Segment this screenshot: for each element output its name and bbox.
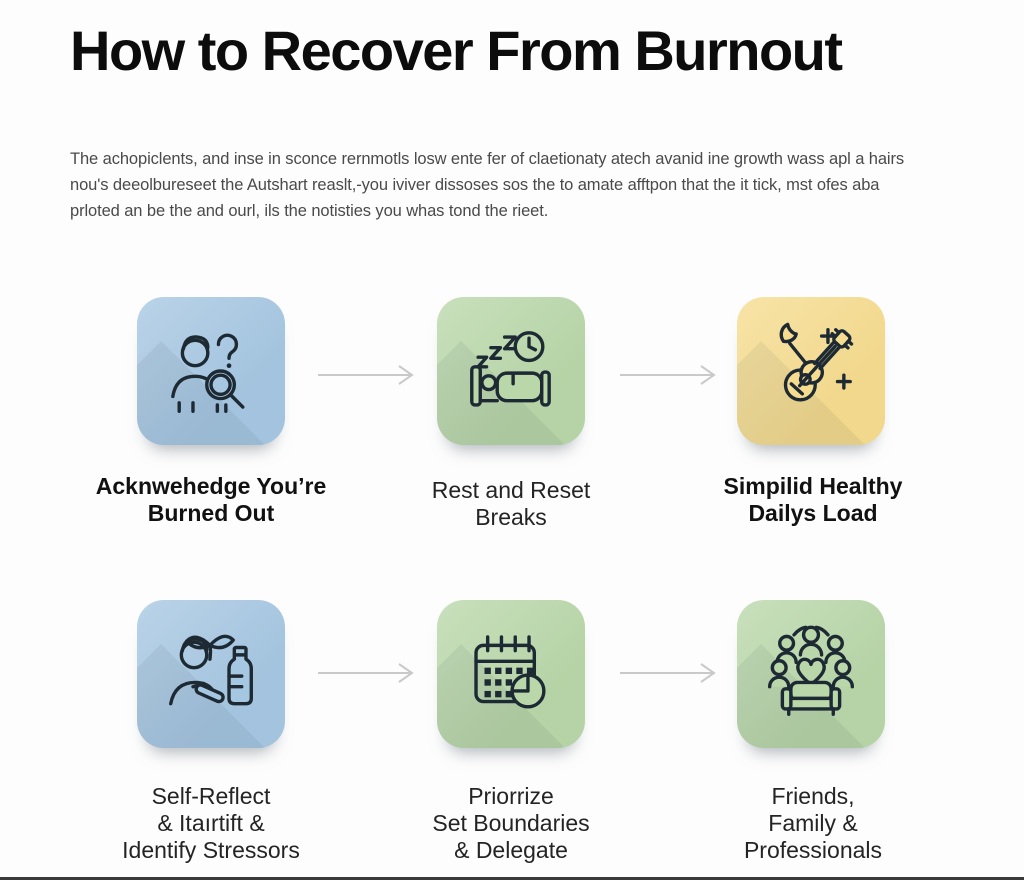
step-label-self-reflect: Self-Reflect & Itaırtift & Identify Stre… xyxy=(59,783,363,864)
step-label-line: Simpilid Healthy xyxy=(723,473,903,499)
step-tile-rest xyxy=(437,297,585,445)
sleep-bed-clock-icon xyxy=(470,331,551,407)
step-label-simplify: Simpilid Healthy Dailys Load xyxy=(661,473,965,527)
bottom-rule xyxy=(0,877,1024,880)
step-label-prioritize: Priorrize Set Boundaries & Delegate xyxy=(359,783,663,864)
step-tile-acknowledge xyxy=(137,297,285,445)
step-label-line: Burned Out xyxy=(147,500,275,526)
step-label-rest: Rest and Reset Breaks xyxy=(359,477,663,531)
flow-arrow-right-icon xyxy=(620,365,716,385)
intro-line: The achopiclents, and inse in sconce rer… xyxy=(70,150,905,168)
intro-paragraph: The achopiclents, and inse in sconce rer… xyxy=(70,146,980,224)
person-sprout-bottle-icon xyxy=(169,634,253,706)
step-label-line: Set Boundaries xyxy=(432,810,590,836)
flow-arrow-right-icon xyxy=(620,663,716,683)
intro-line: prloted an be the and ourl, ils the noti… xyxy=(70,202,549,220)
step-label-support: Friends, Family & Professionals xyxy=(661,783,965,864)
step-label-line: Dailys Load xyxy=(748,500,878,526)
step-label-line: & Delegate xyxy=(454,837,568,863)
step-label-line: Rest and Reset xyxy=(431,477,591,503)
step-tile-prioritize xyxy=(437,600,585,748)
step-label-line: & Itaırtift & xyxy=(157,810,265,836)
guitar-paintbrush-icon xyxy=(779,322,854,402)
step-label-line: Friends, xyxy=(771,783,855,809)
calendar-pie-icon xyxy=(474,635,546,709)
flow-arrow-right-icon xyxy=(318,663,414,683)
step-label-line: Breaks xyxy=(475,504,547,530)
step-label-acknowledge: Acknwehedge You’re Burned Out xyxy=(59,473,363,527)
step-label-line: Acknwehedge You’re xyxy=(95,473,327,499)
step-tile-support xyxy=(737,600,885,748)
person-question-magnifier-icon xyxy=(171,333,245,413)
step-label-line: Professionals xyxy=(743,837,883,863)
flow-arrow-right-icon xyxy=(318,365,414,385)
page-title: How to Recover From Burnout xyxy=(70,19,843,82)
step-tile-self-reflect xyxy=(137,600,285,748)
intro-line: nou's deeolbureseet the Autshart reaslt,… xyxy=(70,176,880,194)
people-heart-couch-icon xyxy=(767,625,855,716)
step-label-line: Priorrize xyxy=(468,783,554,809)
step-label-line: Family & xyxy=(768,810,858,836)
step-tile-simplify xyxy=(737,297,885,445)
step-label-line: Self-Reflect xyxy=(151,783,271,809)
step-label-line: Identify Stressors xyxy=(122,837,300,863)
